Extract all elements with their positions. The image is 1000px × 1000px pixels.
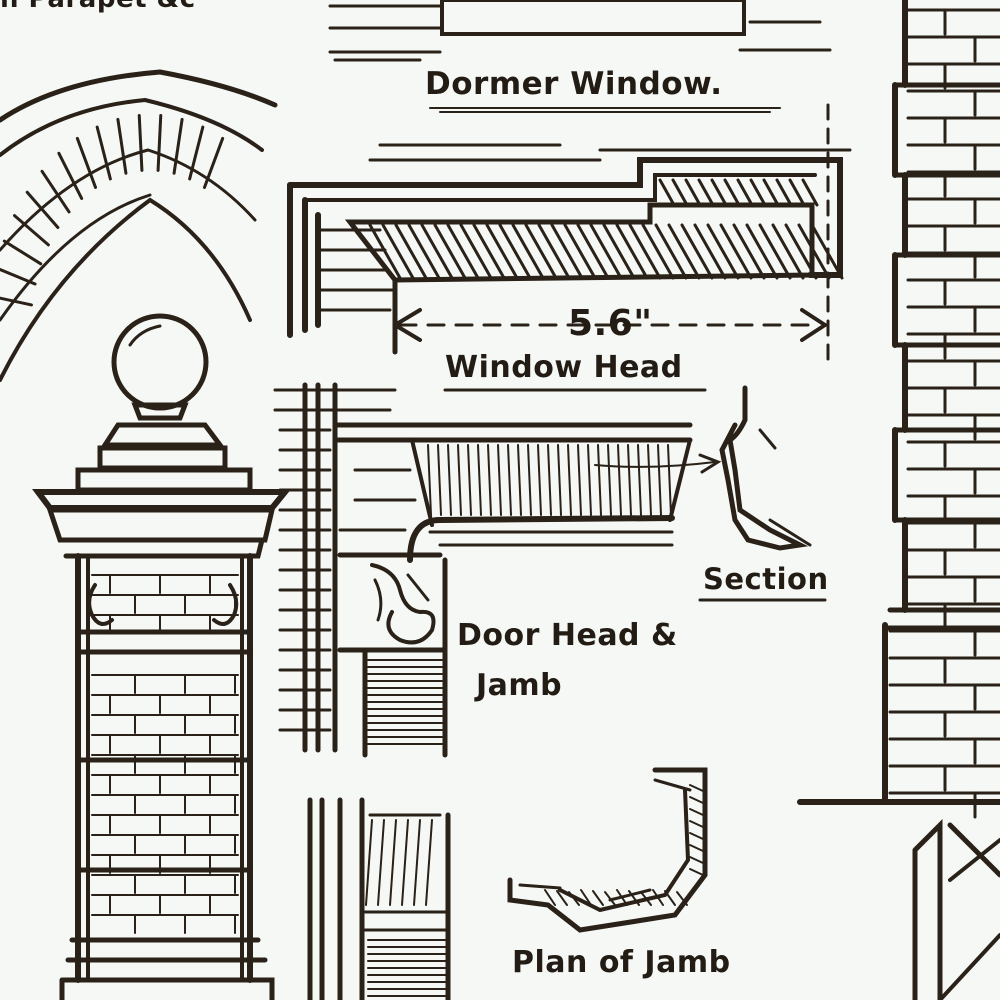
jamb-label: Jamb	[476, 668, 563, 703]
lower-jamb	[307, 797, 451, 1000]
door-head-jamb	[273, 382, 827, 758]
section-label: Section	[703, 562, 829, 596]
right-wall	[797, 0, 1000, 1000]
dormer-window-title: Dormer Window.	[425, 66, 723, 102]
gate-pier	[32, 313, 292, 1000]
plan-of-jamb-label: Plan of Jamb	[512, 945, 731, 980]
dimension-label: 5.6"	[568, 303, 653, 344]
window-head	[287, 103, 852, 392]
plan-of-jamb-drawing	[507, 767, 708, 933]
dormer-window-top	[328, 0, 832, 113]
parapet-label: n Parapet &c	[0, 0, 196, 14]
gothic-arch	[0, 69, 278, 382]
door-head-label: Door Head &	[457, 618, 678, 653]
window-head-title: Window Head	[445, 350, 683, 385]
